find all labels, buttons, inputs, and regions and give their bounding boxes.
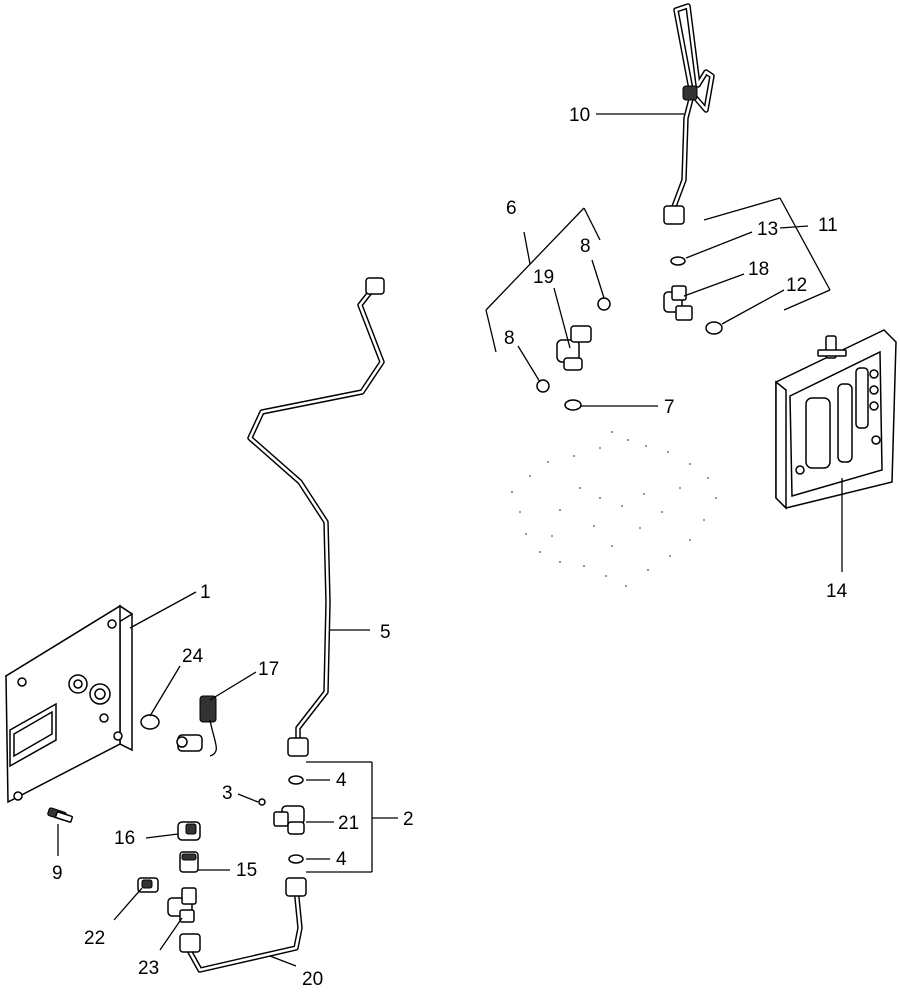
callout-10: 10 xyxy=(569,105,590,126)
part-16-fitting xyxy=(177,821,201,841)
callout-1: 1 xyxy=(200,582,211,603)
callout-14: 14 xyxy=(826,581,848,602)
callout-8-lower: 8 xyxy=(504,328,515,349)
callout-11: 11 xyxy=(818,215,838,236)
part-19-tee-fitting xyxy=(556,325,592,371)
part-13-o-ring xyxy=(670,256,686,266)
part-4-o-ring-upper xyxy=(288,775,304,785)
part-7-o-ring xyxy=(564,399,582,411)
callout-numbers: 1 2 3 4 4 5 6 7 8 8 9 10 11 12 13 14 15 … xyxy=(52,105,848,990)
part-17-sensor xyxy=(176,695,217,757)
callout-17: 17 xyxy=(258,659,279,680)
part-18-elbow-fitting xyxy=(663,285,693,321)
callout-20: 20 xyxy=(302,969,323,990)
engine-reference-outline xyxy=(511,431,717,587)
callout-3: 3 xyxy=(222,783,233,804)
callout-23: 23 xyxy=(138,958,159,979)
callout-8-upper: 8 xyxy=(580,236,591,257)
part-8-o-ring-lower xyxy=(536,379,550,393)
callout-15: 15 xyxy=(236,860,257,881)
callout-6: 6 xyxy=(506,198,517,219)
part-1-cover-plate xyxy=(4,604,134,804)
part-22-fitting xyxy=(137,877,159,893)
callout-9: 9 xyxy=(52,863,63,884)
callout-21: 21 xyxy=(338,813,359,834)
part-12-o-ring xyxy=(705,321,723,335)
callout-2: 2 xyxy=(403,809,414,830)
callout-5: 5 xyxy=(380,622,391,643)
part-5-tube xyxy=(247,277,385,757)
part-23-elbow-fitting xyxy=(167,887,197,923)
callout-7: 7 xyxy=(664,397,675,418)
part-3-ball xyxy=(258,798,266,806)
callout-24: 24 xyxy=(182,646,204,667)
part-8-o-ring-upper xyxy=(597,297,611,311)
part-15-fitting xyxy=(179,851,199,873)
part-10-tube xyxy=(663,3,715,225)
part-21-tee-fitting xyxy=(273,805,305,835)
leader-lines xyxy=(57,113,843,967)
callout-4-lower: 4 xyxy=(336,849,347,870)
part-24-o-ring xyxy=(140,714,160,730)
part-4-o-ring-lower xyxy=(288,854,304,864)
callout-22: 22 xyxy=(84,928,105,949)
callout-12: 12 xyxy=(786,275,807,296)
callout-16: 16 xyxy=(114,828,135,849)
callout-18: 18 xyxy=(748,259,769,280)
callout-13: 13 xyxy=(757,219,778,240)
part-9-bolt xyxy=(47,807,74,823)
part-14-valve-plate xyxy=(775,329,897,510)
part-20-tube xyxy=(179,877,307,973)
callout-4-upper: 4 xyxy=(336,770,347,791)
callout-19: 19 xyxy=(533,267,554,288)
